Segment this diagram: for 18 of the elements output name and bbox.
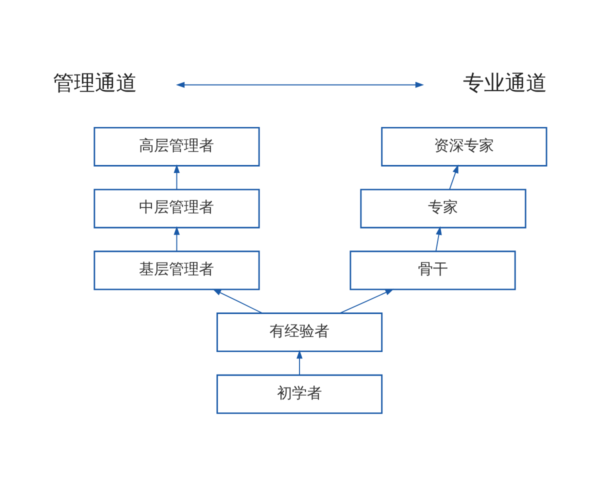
arrow — [449, 164, 458, 190]
node-text: 管理通道 — [52, 70, 137, 95]
node-box: 骨干 — [350, 250, 516, 290]
node-box: 中层管理者 — [94, 188, 260, 228]
arrow — [435, 226, 442, 252]
node-box: 高层管理者 — [94, 126, 260, 166]
node-box: 专家 — [360, 188, 526, 228]
arrow — [339, 288, 394, 314]
node-text: 专业通道 — [463, 70, 548, 95]
node-box: 有经验者 — [216, 312, 383, 352]
arrow — [174, 226, 180, 252]
arrow — [212, 288, 263, 314]
node-box: 基层管理者 — [94, 250, 260, 290]
node-box: 资深专家 — [381, 126, 548, 166]
arrow — [176, 81, 424, 88]
node-box: 初学者 — [216, 374, 383, 414]
arrow — [296, 350, 303, 375]
arrow — [174, 164, 180, 190]
